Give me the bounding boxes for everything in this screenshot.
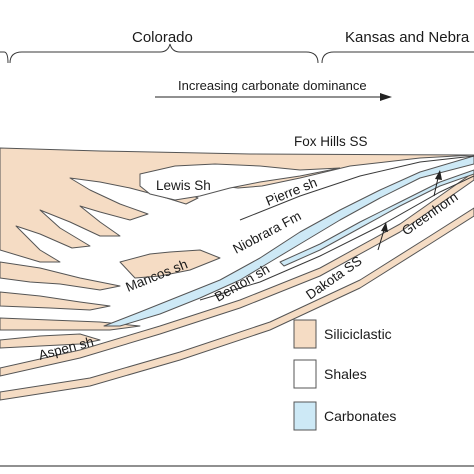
dakota-pointer-line <box>377 229 385 251</box>
kansas-brace <box>321 51 474 64</box>
unit-label-greenhorn: Greenhorn <box>399 189 460 238</box>
unit-label-lewis: Lewis Sh <box>156 178 211 193</box>
legend-swatch-shales <box>293 359 317 389</box>
greenhorn-carbonate-band <box>279 169 474 267</box>
trend-label: Increasing carbonate dominance <box>178 78 367 93</box>
region-braces <box>0 43 474 64</box>
upper-siliciclastic-wedge <box>0 147 474 263</box>
greenhorn-pointer-line <box>433 177 439 197</box>
lewis-shale-lens <box>139 163 341 201</box>
aspen-sand-band <box>0 333 101 349</box>
region-label-colorado: Colorado <box>132 29 193 46</box>
siliciclastic-finger-3 <box>0 317 141 331</box>
legend-swatch-siliciclastic <box>293 319 317 349</box>
unit-label-fox-hills: Fox Hills SS <box>294 134 368 149</box>
lower-siliciclastic-band <box>0 171 474 377</box>
benton-shale-line <box>199 175 474 301</box>
pierre-shale-line <box>239 155 474 221</box>
legend: Siliciclastic Shales Carbonates <box>293 319 396 431</box>
legend-swatch-carbonates <box>293 401 317 431</box>
greenhorn-pointer-head <box>435 170 442 180</box>
trend-arrow-head <box>380 93 392 101</box>
dakota-pointer-head <box>381 222 388 232</box>
unit-label-niobrara: Niobrara Fm <box>230 208 303 256</box>
basal-siliciclastic-band <box>0 207 474 401</box>
region-label-kansas-nebraska: Kansas and Nebra <box>345 29 470 46</box>
mancos-sand-tongue <box>119 249 221 279</box>
niobrara-carbonate-band <box>103 155 474 327</box>
siliciclastic-finger-1 <box>0 261 121 291</box>
legend-label-siliciclastic: Siliciclastic <box>324 326 392 342</box>
siliciclastic-finger-2 <box>0 291 111 311</box>
left-edge-brace <box>0 51 9 64</box>
legend-label-shales: Shales <box>324 366 367 382</box>
legend-label-carbonates: Carbonates <box>324 408 396 424</box>
colorado-brace <box>9 43 319 64</box>
